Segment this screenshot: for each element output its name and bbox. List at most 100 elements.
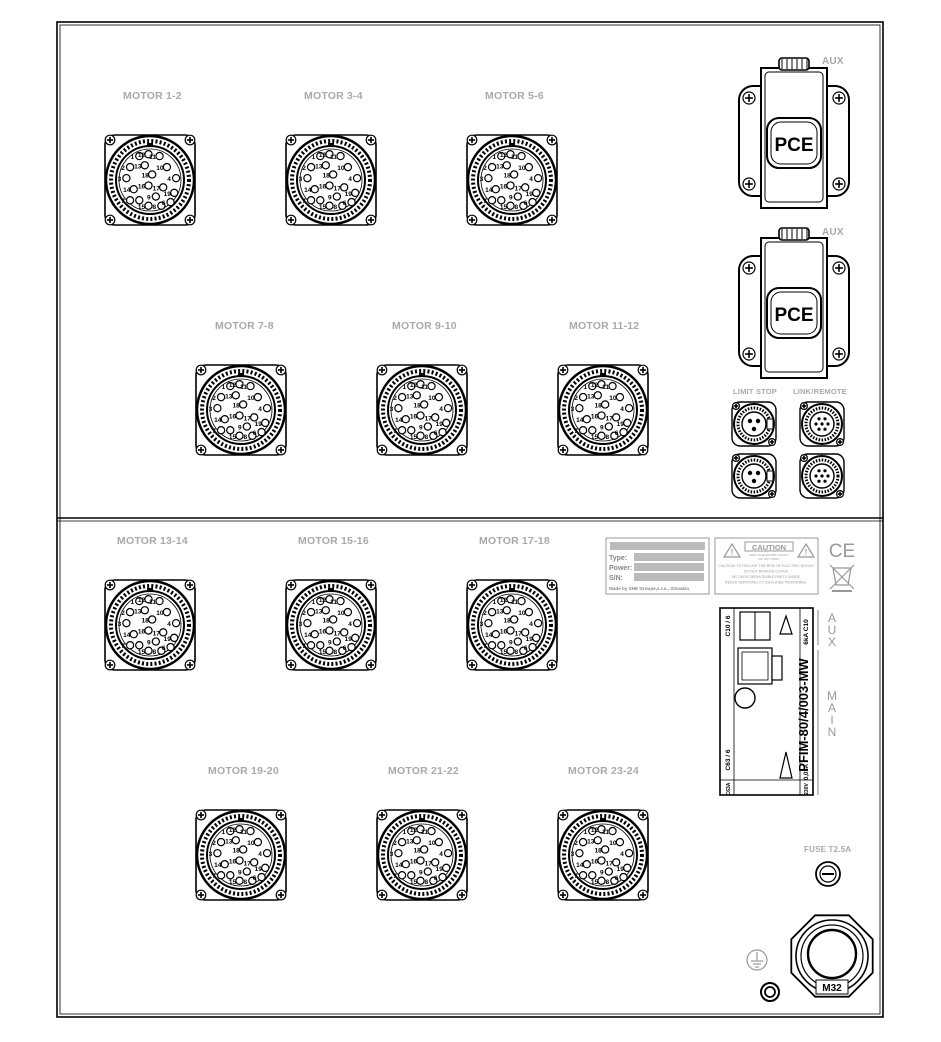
connector-pin-number: 1: [311, 599, 315, 606]
motor-label-13-14: MOTOR 13-14: [117, 535, 188, 547]
connector-pin: [624, 848, 634, 858]
connector-key: [147, 143, 153, 147]
connector-pin: [347, 642, 356, 652]
connector-pin-number: 14: [123, 632, 131, 639]
connector-pin: [144, 181, 153, 190]
connector-pin: [216, 426, 226, 435]
side-label-aux-letter: A: [828, 611, 836, 625]
connector-pin-number: 7: [212, 428, 216, 435]
connector-pin: [419, 845, 429, 854]
connector-pin-number: 16: [229, 414, 237, 421]
connector-pin: [533, 618, 543, 628]
connector-pin: [533, 173, 543, 183]
connector-pin: [506, 181, 515, 190]
connector-pin-number: 1: [311, 154, 315, 161]
connector-pin-number: 17: [244, 415, 252, 422]
connector-pin-number: 4: [620, 851, 624, 858]
motor-connector: 11211213103184141617199515867: [376, 809, 468, 901]
connector-pin-number: 13: [315, 163, 323, 170]
connector-knurl: [200, 814, 282, 896]
connector-pin: [604, 422, 614, 431]
multi-connector: [799, 453, 845, 499]
connector-pin: [484, 618, 493, 628]
connector-pin-number: 6: [162, 200, 166, 207]
connector-pin-number: 9: [600, 870, 604, 877]
aux-lid-inner: [764, 71, 824, 203]
connector-pin-number: 8: [153, 204, 157, 211]
connector-pin: [429, 876, 438, 885]
connector-pin-number: 2: [302, 610, 306, 617]
connector-pin-number: 16: [229, 859, 237, 866]
connector-pin-number: 15: [138, 204, 146, 211]
nameplate-sn-label: S/N:: [609, 575, 623, 582]
connector-pin-number: 9: [238, 425, 242, 432]
connector-pin-number: 11: [511, 154, 518, 161]
connector-pin: [416, 825, 425, 834]
connector-pin-number: 9: [328, 195, 332, 202]
xlr-pin: [751, 426, 757, 432]
connector-pin: [306, 196, 316, 205]
aux-lid-inner: [764, 241, 824, 373]
connector-pin-number: 10: [247, 840, 255, 847]
connector-pin: [575, 848, 584, 858]
connector-pin: [144, 201, 153, 210]
connector-pin: [416, 876, 425, 885]
connector-pin: [144, 150, 153, 159]
connector-pin-number: 15: [410, 434, 418, 441]
connector-pin: [619, 427, 628, 437]
connector-knurl: [109, 139, 191, 221]
connector-pin-number: 14: [485, 187, 493, 194]
connector-pin-number: 14: [123, 187, 131, 194]
nameplate-type-label: Type:: [609, 555, 627, 562]
connector-pin-number: 8: [244, 879, 248, 886]
connector-knurl: [200, 369, 282, 451]
connector-pin: [497, 596, 506, 606]
connector-pin-number: 17: [606, 860, 614, 867]
connector-pin-number: 13: [406, 838, 414, 845]
connector-pin: [336, 151, 345, 161]
connector-pin: [519, 201, 528, 210]
connector-pin-number: 14: [395, 862, 403, 869]
connector-pin-number: 12: [138, 597, 146, 604]
connector-pin: [140, 606, 149, 615]
connector-pin-number: 15: [591, 434, 599, 441]
socapex-pin: [823, 479, 827, 483]
connector-pin: [226, 826, 235, 836]
connector-pin: [325, 181, 334, 190]
connector-pin-number: 1: [583, 829, 587, 836]
connector-pin-number: 17: [153, 185, 161, 192]
connector-pin-number: 1: [492, 599, 496, 606]
connector-pin-number: 1: [130, 599, 134, 606]
connector-pin: [597, 380, 606, 389]
motor-label-15-16: MOTOR 15-16: [298, 535, 369, 547]
connector-pin-number: 1: [402, 384, 406, 391]
connector-pin: [517, 151, 526, 161]
connector-pin: [597, 856, 606, 865]
connector-pin-number: 12: [229, 827, 237, 834]
connector-pin-number: 12: [410, 827, 418, 834]
connector-pin-number: 14: [395, 417, 403, 424]
connector-pin-number: 12: [319, 597, 327, 604]
connector-pin-number: 10: [428, 395, 436, 402]
connector-pin-number: 8: [515, 649, 519, 656]
breaker-rating-bottom-right: 0,03A: [804, 763, 810, 780]
connector-pin: [351, 633, 360, 643]
connector-pin: [487, 162, 497, 172]
connector-pin: [407, 871, 416, 880]
breaker-main-marker: [779, 751, 793, 779]
motor-connector: 11211213103184141617199515867: [285, 134, 377, 226]
connector-pin: [443, 403, 453, 413]
ce-mark: CE: [829, 541, 855, 562]
connector-pin: [588, 826, 597, 836]
connector-pin: [438, 872, 447, 882]
connector-pin: [347, 197, 356, 207]
connector-pin-number: 12: [410, 382, 418, 389]
connector-pin: [582, 860, 591, 869]
connector-pin-number: 11: [602, 384, 609, 391]
breaker-lever-inner: [741, 651, 769, 681]
connector-pin-number: 18: [504, 617, 512, 624]
connector-pin-number: 8: [334, 204, 338, 211]
connector-pin-number: 17: [334, 185, 342, 192]
connector-pin-number: 1: [402, 829, 406, 836]
connector-pin: [253, 837, 263, 847]
